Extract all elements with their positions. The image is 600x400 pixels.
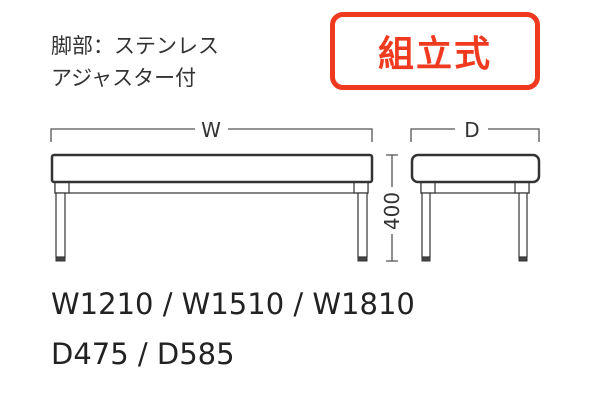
side-leg-block-right	[514, 181, 530, 194]
adjuster-right	[357, 256, 368, 262]
depth-dimension-line	[410, 128, 540, 142]
leg-right	[357, 192, 368, 258]
side-adjuster-right	[518, 256, 528, 262]
seat-front	[50, 153, 374, 184]
height-label: 400	[380, 192, 404, 230]
spec-leg-material: 脚部：ステンレス	[51, 34, 219, 58]
assembly-required-badge: 組立式	[330, 12, 540, 90]
leg-block-right	[353, 181, 369, 194]
apron	[54, 181, 369, 194]
depth-options: D475 / D585	[51, 337, 235, 371]
badge-label: 組立式	[377, 34, 492, 75]
side-adjuster-left	[421, 256, 431, 262]
depth-label: D	[464, 118, 479, 142]
leg-block-left	[54, 181, 70, 194]
leg-left	[55, 192, 66, 258]
width-dimension-line	[50, 128, 373, 142]
side-leg-block-left	[420, 181, 436, 194]
width-options: W1210 / W1510 / W1810	[51, 287, 415, 321]
spec-adjuster: アジャスター付	[51, 66, 197, 90]
seat-side	[410, 153, 541, 184]
height-dimension-line	[386, 154, 398, 262]
adjuster-left	[55, 256, 66, 262]
side-leg-left	[421, 192, 431, 258]
side-apron	[420, 181, 530, 194]
bench-front-view	[50, 153, 374, 262]
width-label: W	[201, 118, 221, 142]
bench-side-view	[410, 153, 541, 262]
side-leg-right	[518, 192, 528, 258]
